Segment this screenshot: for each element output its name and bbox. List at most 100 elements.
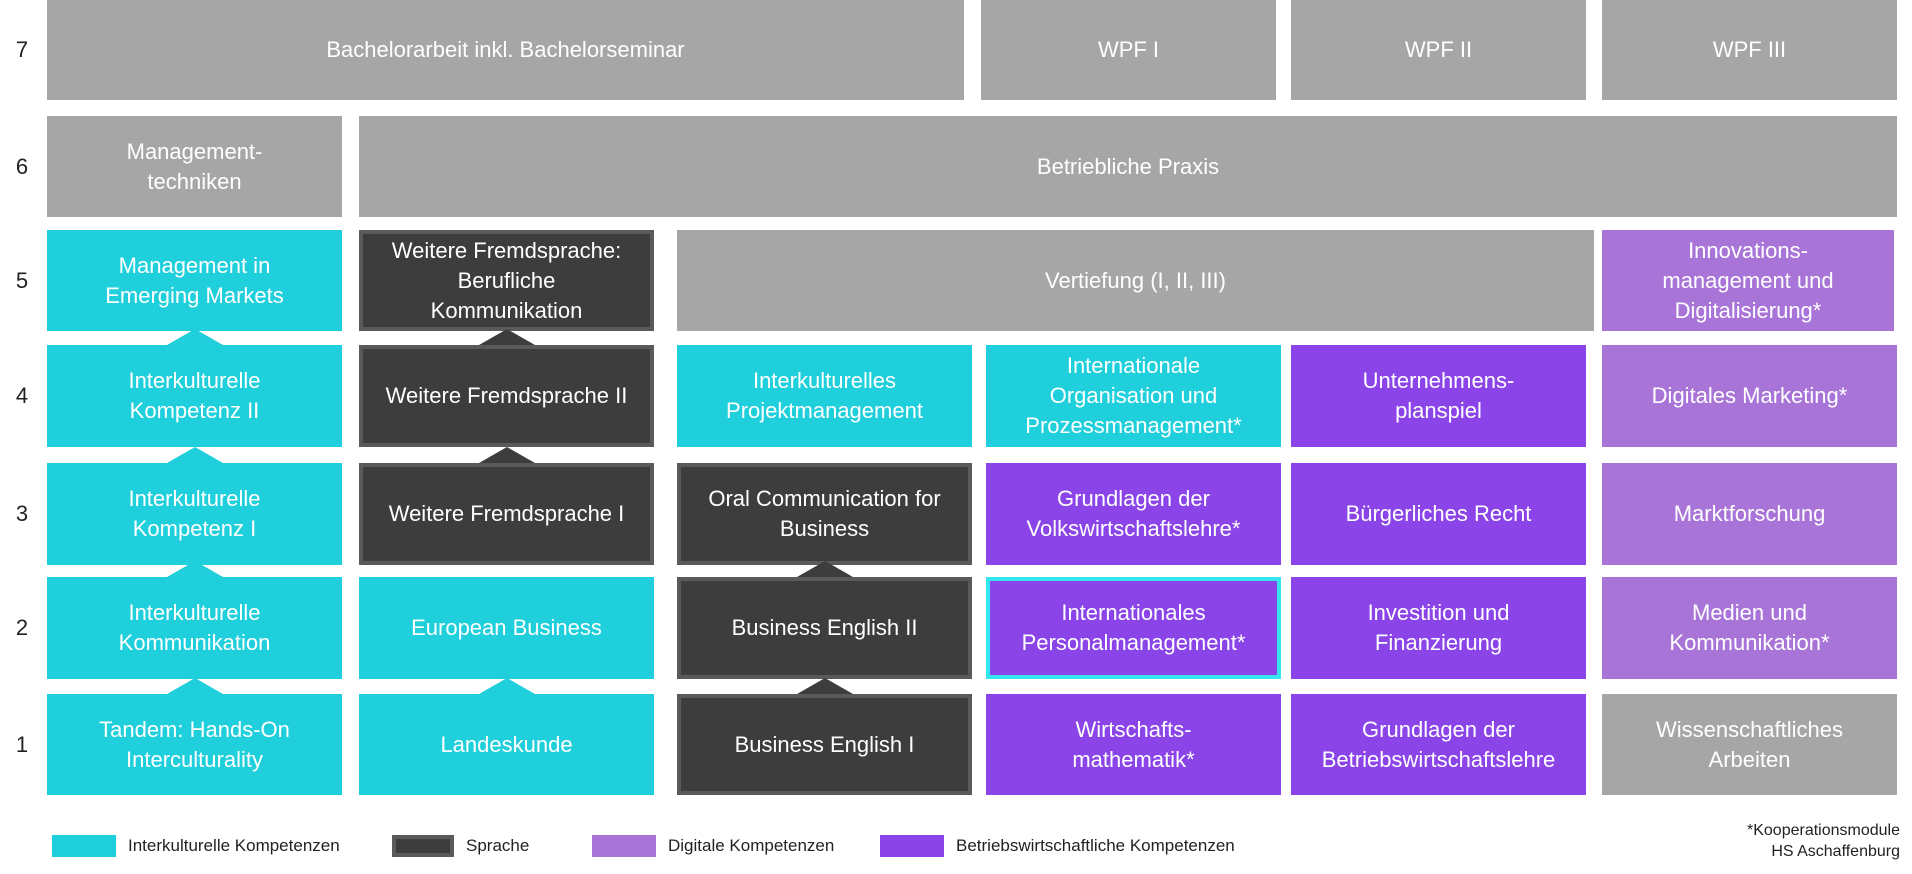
module-digitales-marketing: Digitales Marketing* xyxy=(1602,345,1897,447)
module-label: Vertiefung (I, II, III) xyxy=(1045,267,1226,293)
legend-item-sprache: Sprache xyxy=(392,835,529,857)
module-tandem-hands-on-interculturality: Tandem: Hands-On Interculturality xyxy=(47,694,342,795)
semester-label-7: 7 xyxy=(15,37,29,62)
semester-label-3: 3 xyxy=(15,501,29,526)
semester-label-1: 1 xyxy=(15,731,29,757)
module-wpf-ii: WPF II xyxy=(1291,0,1586,100)
module-interkulturelle-kompetenz-i: Interkulturelle Kompetenz I xyxy=(47,463,342,565)
footnote-line-1: *Kooperationsmodule xyxy=(1747,822,1900,839)
module-label: Innovations- management und Digitalisier… xyxy=(1662,237,1834,323)
module-label: Bachelorarbeit inkl. Bachelorseminar xyxy=(326,37,685,62)
module-marktforschung: Marktforschung xyxy=(1602,463,1897,565)
footnote: *Kooperationsmodule HS Aschaffenburg xyxy=(1747,820,1900,862)
module-label: Business English I xyxy=(734,731,915,757)
module-grundlagen-der-volkswirtschaftslehre: Grundlagen der Volkswirtschaftslehre* xyxy=(986,463,1281,565)
module-weitere-fremdsprache-i: Weitere Fremdsprache I xyxy=(359,463,654,565)
legend-label: Interkulturelle Kompetenzen xyxy=(128,836,340,855)
module-label: Weitere Fremdsprache: Berufliche Kommuni… xyxy=(391,237,622,323)
module-label: Wissenschaftliches Arbeiten xyxy=(1655,716,1844,772)
module-unternehmens-planspiel: Unternehmens- planspiel xyxy=(1291,345,1586,447)
module-betriebliche-praxis: Betriebliche Praxis xyxy=(359,116,1897,217)
module-management-techniken: Management- techniken xyxy=(47,116,342,217)
prerequisite-arrow xyxy=(166,561,223,577)
module-label: Bürgerliches Recht xyxy=(1345,501,1532,526)
module-label: Marktforschung xyxy=(1673,501,1826,526)
prerequisite-arrow xyxy=(166,678,223,694)
module-business-english-ii: Business English II xyxy=(677,577,972,679)
legend-swatch xyxy=(392,835,454,857)
module-label: Weitere Fremdsprache I xyxy=(388,501,625,526)
module-label: WPF III xyxy=(1712,37,1787,62)
semester-label-5: 5 xyxy=(15,267,29,293)
module-label: Medien und Kommunikation* xyxy=(1669,600,1830,655)
module-oral-communication-for-business: Oral Communication for Business xyxy=(677,463,972,565)
module-wissenschaftliches-arbeiten: Wissenschaftliches Arbeiten xyxy=(1602,694,1897,795)
legend-swatch xyxy=(52,835,116,857)
module-label: Internationale Organisation und Prozessm… xyxy=(1025,353,1242,438)
module-label: Grundlagen der Volkswirtschaftslehre* xyxy=(1026,486,1241,541)
semester-label-2: 2 xyxy=(15,615,29,640)
module-internationale-organisation-und-prozessmanagement: Internationale Organisation und Prozessm… xyxy=(986,345,1281,447)
module-interkulturelles-projektmanagement: Interkulturelles Projektmanagement xyxy=(677,345,972,447)
prerequisite-arrow xyxy=(478,447,535,463)
legend-item-digitale-kompetenzen: Digitale Kompetenzen xyxy=(592,835,834,857)
module-bachelorarbeit-inkl-bachelorseminar: Bachelorarbeit inkl. Bachelorseminar xyxy=(47,0,964,100)
module-label: Unternehmens- planspiel xyxy=(1362,368,1515,423)
semester-label-6: 6 xyxy=(15,153,29,179)
module-label: Grundlagen der Betriebswirtschaftslehre xyxy=(1321,716,1556,772)
module-label: Investition und Finanzierung xyxy=(1367,600,1510,655)
module-label: Internationales Personalmanagement* xyxy=(1021,600,1246,655)
module-label: Interkulturelle Kompetenz II xyxy=(128,368,261,423)
module-landeskunde: Landeskunde xyxy=(359,694,654,795)
prerequisite-arrow xyxy=(478,678,535,694)
module-business-english-i: Business English I xyxy=(677,694,972,795)
module-weitere-fremdsprache-ii: Weitere Fremdsprache II xyxy=(359,345,654,447)
prerequisite-arrow xyxy=(478,329,535,345)
semester-label-4: 4 xyxy=(15,383,29,408)
module-grundlagen-der-betriebswirtschaftslehre: Grundlagen der Betriebswirtschaftslehre xyxy=(1291,694,1586,795)
module-vertiefung-i-ii-iii: Vertiefung (I, II, III) xyxy=(677,230,1594,331)
module-internationales-personalmanagement: Internationales Personalmanagement* xyxy=(986,577,1281,679)
module-label: Management in Emerging Markets xyxy=(105,252,284,308)
module-label: Interkulturelle Kommunikation xyxy=(118,600,271,655)
module-label: Landeskunde xyxy=(440,731,573,757)
module-investition-und-finanzierung: Investition und Finanzierung xyxy=(1291,577,1586,679)
module-burgerliches-recht: Bürgerliches Recht xyxy=(1291,463,1586,565)
prerequisite-arrow xyxy=(166,447,223,463)
module-label: WPF I xyxy=(1097,37,1160,62)
legend-swatch xyxy=(880,835,944,857)
module-label: Betriebliche Praxis xyxy=(1036,153,1220,179)
module-label: European Business xyxy=(411,615,602,640)
module-label: Interkulturelle Kompetenz I xyxy=(128,486,261,541)
module-management-in-emerging-markets: Management in Emerging Markets xyxy=(47,230,342,331)
module-label: Weitere Fremdsprache II xyxy=(385,383,628,408)
legend-label: Betriebswirtschaftliche Kompetenzen xyxy=(956,836,1235,855)
legend-label: Sprache xyxy=(466,836,530,855)
module-weitere-fremdsprache-berufliche-kommunikation: Weitere Fremdsprache: Berufliche Kommuni… xyxy=(359,230,654,331)
module-wirtschafts-mathematik: Wirtschafts- mathematik* xyxy=(986,694,1281,795)
module-label: Business English II xyxy=(731,615,918,640)
prerequisite-arrow xyxy=(796,678,853,694)
module-interkulturelle-kommunikation: Interkulturelle Kommunikation xyxy=(47,577,342,679)
prerequisite-arrow xyxy=(166,329,223,345)
module-european-business: European Business xyxy=(359,577,654,679)
module-label: Digitales Marketing* xyxy=(1651,383,1848,408)
legend-label: Digitale Kompetenzen xyxy=(668,836,835,855)
module-wpf-i: WPF I xyxy=(981,0,1276,100)
prerequisite-arrow xyxy=(796,561,853,577)
footnote-line-2: HS Aschaffenburg xyxy=(1771,843,1900,860)
module-label: Interkulturelles Projektmanagement xyxy=(726,368,923,423)
module-medien-und-kommunikation: Medien und Kommunikation* xyxy=(1602,577,1897,679)
legend-item-interkulturelle-kompetenzen: Interkulturelle Kompetenzen xyxy=(52,835,340,857)
legend-swatch xyxy=(592,835,656,857)
legend-item-betriebswirtschaftliche-kompetenzen: Betriebswirtschaftliche Kompetenzen xyxy=(880,835,1235,857)
module-label: WPF II xyxy=(1404,37,1473,62)
module-label: Wirtschafts- mathematik* xyxy=(1072,716,1195,772)
module-label: Management- techniken xyxy=(126,138,263,194)
module-wpf-iii: WPF III xyxy=(1602,0,1897,100)
module-innovations-management-und-digitalisierung: Innovations- management und Digitalisier… xyxy=(1602,230,1894,331)
module-interkulturelle-kompetenz-ii: Interkulturelle Kompetenz II xyxy=(47,345,342,447)
module-label: Tandem: Hands-On Interculturality xyxy=(99,716,290,772)
module-label: Oral Communication for Business xyxy=(708,486,941,541)
